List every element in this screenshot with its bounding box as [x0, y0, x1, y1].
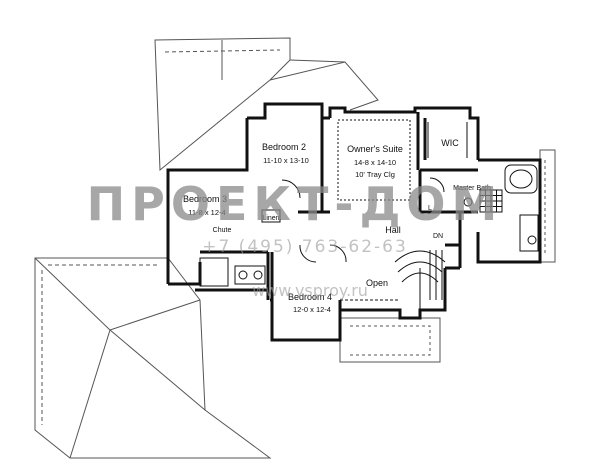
bedroom3-name: Bedroom 3 [183, 194, 227, 204]
master-bath-label: Master Bath [453, 185, 491, 192]
owners-suite-note: 10' Tray Clg [355, 170, 395, 179]
fixtures [199, 119, 539, 312]
linen-label: Linen [262, 215, 279, 222]
open-label: Open [366, 278, 388, 288]
bedroom2-size: 11-10 x 13-10 [263, 156, 309, 165]
bedroom3-size: 11-8 x 12-4 [188, 208, 225, 217]
dn-label: DN [433, 233, 443, 240]
bedroom2-name: Bedroom 2 [262, 142, 306, 152]
watermark-phone: +7 (495) 763-62-63 [202, 237, 408, 257]
owners-suite-name: Owner's Suite [347, 144, 403, 154]
wic-label: WIC [441, 138, 459, 148]
owners-suite-size: 14-8 x 14-10 [354, 158, 396, 167]
hall-label: Hall [385, 225, 401, 235]
bedroom4-size: 12-0 x 12-4 [293, 305, 331, 314]
watermark: ПРОЕКТ-ДОМ +7 (495) 763-62-63 www.vsproy… [87, 177, 504, 300]
watermark-brand: ПРОЕКТ-ДОМ [87, 177, 504, 231]
bedroom4-name: Bedroom 4 [288, 292, 332, 302]
watermark-site: www.vsproy.ru [252, 281, 368, 300]
l-label: L [428, 205, 432, 212]
chute-label: Chute [213, 227, 232, 234]
room-labels: Bedroom 2 11-10 x 13-10 Owner's Suite 14… [183, 138, 491, 314]
